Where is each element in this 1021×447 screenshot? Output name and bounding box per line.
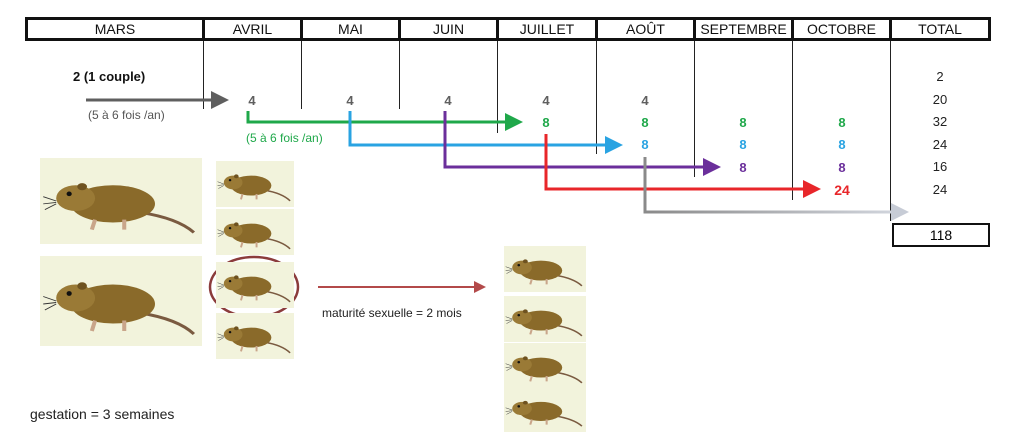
column-divider — [497, 41, 498, 133]
value-green: 8 — [838, 115, 846, 130]
column-divider — [792, 41, 793, 200]
rat-illustration-icon — [216, 161, 294, 207]
total-value: 24 — [932, 182, 948, 197]
grand-total-box: 118 — [892, 223, 990, 247]
start-couple-label: 2 (1 couple) — [73, 69, 146, 84]
arrow-blue — [348, 111, 623, 154]
value-gray: 4 — [641, 93, 649, 108]
rat-illustration-icon — [504, 343, 586, 389]
green-frequency-label: (5 à 6 fois /an) — [246, 131, 323, 145]
rat-illustration-icon — [504, 246, 586, 292]
column-divider — [301, 41, 302, 109]
arrow-lightgray — [643, 157, 909, 221]
arrow-red — [544, 134, 821, 198]
value-purple: 8 — [838, 160, 846, 175]
rat-illustration-icon — [504, 388, 586, 432]
value-green: 8 — [542, 115, 550, 130]
column-divider — [399, 41, 400, 109]
value-blue: 8 — [641, 137, 649, 152]
rat-illustration-icon — [40, 256, 202, 346]
value-blue: 8 — [739, 137, 747, 152]
grand-total-value: 118 — [929, 227, 953, 243]
header-month-juillet: JUILLET — [496, 17, 598, 41]
header-total: TOTAL — [889, 17, 991, 41]
column-divider — [596, 41, 597, 154]
value-gray: 4 — [346, 93, 354, 108]
value-green: 8 — [641, 115, 649, 130]
value-purple: 8 — [739, 160, 747, 175]
start-frequency-label: (5 à 6 fois /an) — [88, 108, 165, 122]
header-month-avril: AVRIL — [202, 17, 303, 41]
total-value: 16 — [932, 159, 948, 174]
total-value: 24 — [932, 137, 948, 152]
arrow-purple — [443, 111, 721, 176]
header-month-mai: MAI — [300, 17, 401, 41]
column-divider — [694, 41, 695, 177]
header-month-mars: MARS — [25, 17, 205, 41]
rat-illustration-icon — [216, 209, 294, 255]
maturity-label: maturité sexuelle = 2 mois — [322, 306, 462, 320]
total-value: 32 — [932, 114, 948, 129]
value-gray: 4 — [444, 93, 452, 108]
rat-illustration-icon — [216, 313, 294, 359]
value-red: 24 — [834, 182, 850, 198]
value-blue: 8 — [838, 137, 846, 152]
total-value: 2 — [936, 69, 944, 84]
gestation-label: gestation = 3 semaines — [30, 406, 175, 422]
rat-illustration-icon — [504, 296, 586, 342]
header-month-octobre: OCTOBRE — [791, 17, 892, 41]
value-green: 8 — [739, 115, 747, 130]
value-gray: 4 — [542, 93, 550, 108]
header-month-septembre: SEPTEMBRE — [693, 17, 794, 41]
rat-illustration-icon — [40, 158, 202, 244]
column-divider — [890, 41, 891, 221]
value-gray: 4 — [248, 93, 256, 108]
rat-illustration-icon — [216, 262, 294, 308]
column-divider — [203, 41, 204, 109]
total-value: 20 — [932, 92, 948, 107]
arrow-green — [246, 111, 523, 131]
